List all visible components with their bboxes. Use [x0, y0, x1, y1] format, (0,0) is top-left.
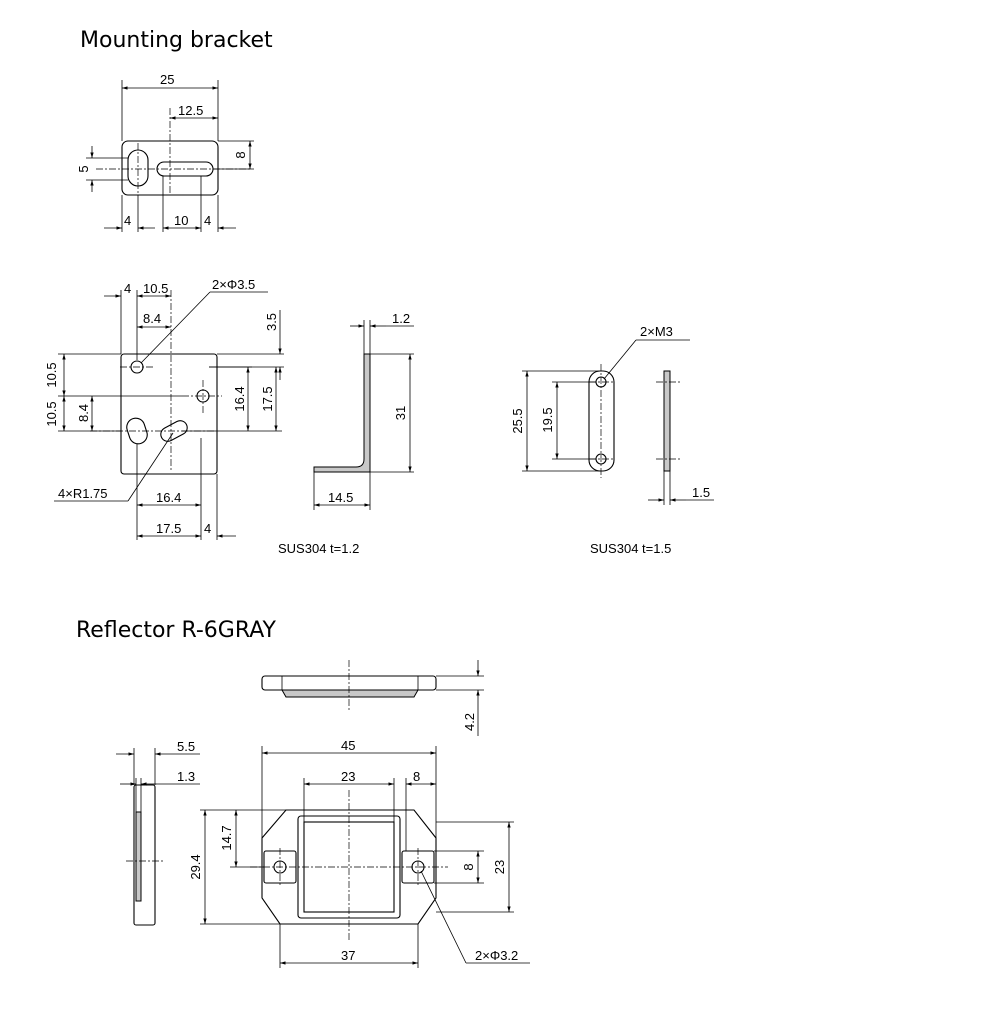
plate-views: 2×M3 25.5 19.5 1.5 SUS304 t=1.5: [510, 324, 714, 556]
dim-refl-29-4: 29.4: [188, 854, 203, 879]
dim-refl-37: 37: [341, 948, 355, 963]
dim-front-10-5: 10.5: [143, 281, 168, 296]
bracket-front-view: 4 10.5 8.4 2×Φ3.5 3.5 10.5 10.5 8.4 16.4: [44, 277, 284, 540]
mounting-bracket-title: Mounting bracket: [80, 28, 273, 53]
dim-refl-8-top: 8: [413, 769, 420, 784]
dim-refl-5-5: 5.5: [177, 739, 195, 754]
dim-top-4b: 4: [204, 213, 211, 228]
plate-side-view: [663, 370, 671, 472]
dim-refl-8-right: 8: [461, 863, 476, 870]
dim-refl-23-top: 23: [341, 769, 355, 784]
dim-front-8-4-left: 8.4: [76, 404, 91, 422]
dim-side-31: 31: [393, 406, 408, 420]
dim-front-16-4-right: 16.4: [232, 386, 247, 411]
dim-front-10-5-left-a: 10.5: [44, 362, 59, 387]
radius-note: 4×R1.75: [58, 486, 108, 501]
dim-side-1-2: 1.2: [392, 311, 410, 326]
dim-top-5: 5: [76, 165, 91, 172]
hole-note-3-5: 2×Φ3.5: [212, 277, 255, 292]
material-bracket: SUS304 t=1.2: [278, 541, 359, 556]
hole-note-3-2: 2×Φ3.2: [475, 948, 518, 963]
dim-refl-14-7: 14.7: [219, 825, 234, 850]
dim-front-17-5-bottom: 17.5: [156, 521, 181, 536]
reflector-title: Reflector R-6GRAY: [76, 618, 277, 643]
dim-refl-1-3: 1.3: [177, 769, 195, 784]
dim-side-14-5: 14.5: [328, 490, 353, 505]
dim-front-3-5: 3.5: [264, 313, 279, 331]
dim-top-8: 8: [233, 151, 248, 158]
dim-top-4a: 4: [124, 213, 131, 228]
dim-refl-45: 45: [341, 738, 355, 753]
dim-refl-4-2: 4.2: [462, 713, 477, 731]
dim-front-4: 4: [124, 281, 131, 296]
dim-top-10: 10: [174, 213, 188, 228]
bracket-top-view: 25 12.5 8 5 4 10 4: [76, 72, 254, 232]
reflector-front-view: 45 23 8 14.7 29.4 8 23 37: [188, 738, 530, 968]
dim-front-4-bottom: 4: [204, 521, 211, 536]
dim-top-25: 25: [160, 72, 174, 87]
material-plate: SUS304 t=1.5: [590, 541, 671, 556]
dim-refl-23-right: 23: [492, 860, 507, 874]
dim-plate-19-5: 19.5: [540, 407, 555, 432]
dim-plate-25-5: 25.5: [510, 408, 525, 433]
dim-plate-1-5: 1.5: [692, 485, 710, 500]
dim-front-17-5-right: 17.5: [260, 386, 275, 411]
dim-front-8-4-top: 8.4: [143, 311, 161, 326]
bracket-side-view: 1.2 31 14.5 SUS304 t=1.2: [278, 311, 414, 556]
dim-front-16-4-bottom: 16.4: [156, 490, 181, 505]
dim-top-12-5: 12.5: [178, 103, 203, 118]
reflector-side-view: 5.5 1.3: [116, 739, 200, 926]
dim-front-10-5-left-b: 10.5: [44, 401, 59, 426]
reflector-top-view: 4.2: [261, 660, 484, 736]
note-m3: 2×M3: [640, 324, 673, 339]
